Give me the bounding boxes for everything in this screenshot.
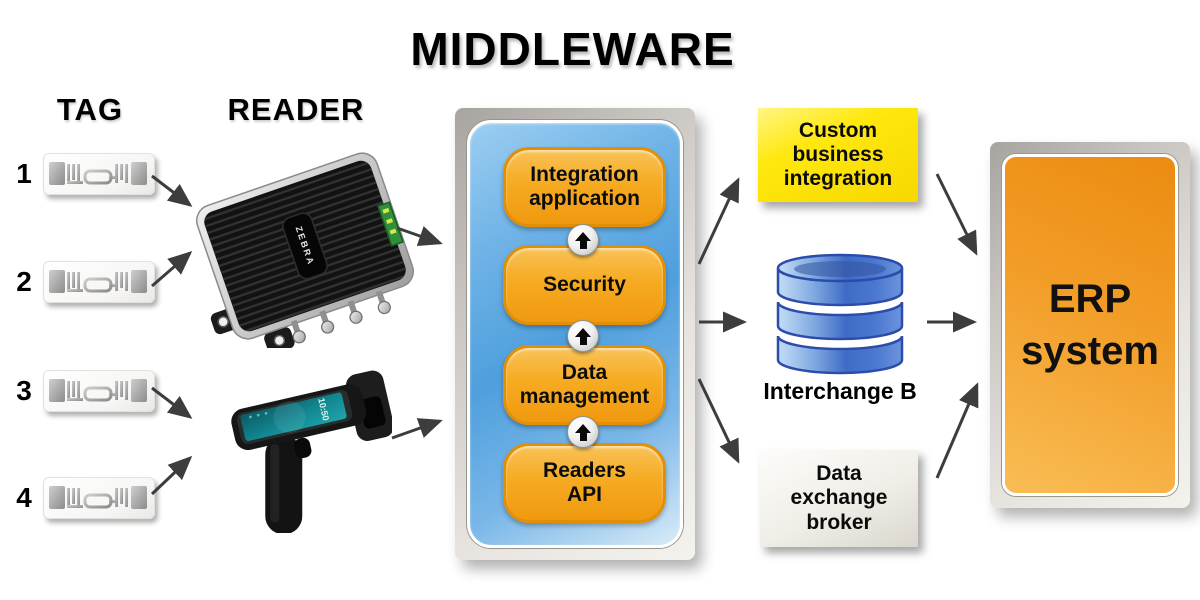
custom-business-integration-label: Custom business integration bbox=[783, 118, 893, 191]
middleware-blue-panel: Integration application Security Data ma… bbox=[467, 120, 683, 548]
tag-3: 3 bbox=[12, 370, 155, 412]
layer-security: Security bbox=[503, 245, 666, 325]
up-arrow-icon bbox=[567, 416, 599, 448]
rfid-tag-icon bbox=[43, 370, 155, 412]
tag-column-label: TAG bbox=[56, 92, 124, 127]
tag-4: 4 bbox=[12, 477, 155, 519]
tag-2-number: 2 bbox=[16, 266, 32, 297]
arrow-custom-erp bbox=[935, 173, 978, 256]
arrow-tag2-reader bbox=[151, 251, 193, 288]
layer-readers-api: Readers API bbox=[503, 443, 666, 523]
database-icon bbox=[776, 253, 904, 375]
tag-4-number: 4 bbox=[16, 482, 32, 513]
page-title: MIDDLEWARE bbox=[410, 23, 735, 75]
handheld-reader-icon: 10:50 bbox=[231, 370, 392, 533]
fixed-reader-icon: ZEBRA bbox=[195, 152, 415, 348]
tag-1: 1 bbox=[12, 153, 155, 195]
arrow-tag3-handheld bbox=[151, 386, 193, 419]
up-arrow-icon bbox=[567, 320, 599, 352]
arrow-middleware-broker bbox=[697, 378, 740, 464]
layer-integration-application: Integration application bbox=[503, 147, 666, 227]
data-exchange-broker-label: Data exchange broker bbox=[790, 462, 888, 534]
erp-system-box: ERP system bbox=[990, 142, 1190, 508]
layer-label: Readers API bbox=[543, 459, 626, 506]
rfid-tag-icon bbox=[43, 477, 155, 519]
arrow-tag1-reader bbox=[151, 174, 193, 207]
erp-system-label: ERP system bbox=[1021, 277, 1159, 373]
rfid-tag-icon bbox=[43, 153, 155, 195]
interchange-b-label: Interchange B bbox=[763, 378, 917, 404]
up-arrow-icon bbox=[567, 224, 599, 256]
layer-data-management: Data management bbox=[503, 345, 666, 425]
arrow-handheld-middleware bbox=[391, 418, 443, 440]
tag-3-number: 3 bbox=[16, 375, 32, 406]
erp-system-inner: ERP system bbox=[1002, 154, 1178, 496]
tag-1-number: 1 bbox=[16, 158, 32, 189]
middleware-panel: Integration application Security Data ma… bbox=[455, 108, 695, 560]
reader-column-label: READER bbox=[227, 92, 365, 127]
custom-business-integration-box: Custom business integration bbox=[758, 108, 918, 202]
rfid-tag-icon bbox=[43, 261, 155, 303]
layer-label: Data management bbox=[519, 361, 650, 408]
data-exchange-broker-box: Data exchange broker bbox=[760, 450, 918, 547]
tag-2: 2 bbox=[12, 261, 155, 303]
layer-label: Security bbox=[543, 273, 626, 297]
arrow-broker-erp bbox=[935, 382, 979, 479]
arrow-middleware-custom bbox=[697, 177, 740, 265]
layer-label: Integration application bbox=[529, 163, 640, 210]
arrow-tag4-handheld bbox=[150, 455, 193, 496]
